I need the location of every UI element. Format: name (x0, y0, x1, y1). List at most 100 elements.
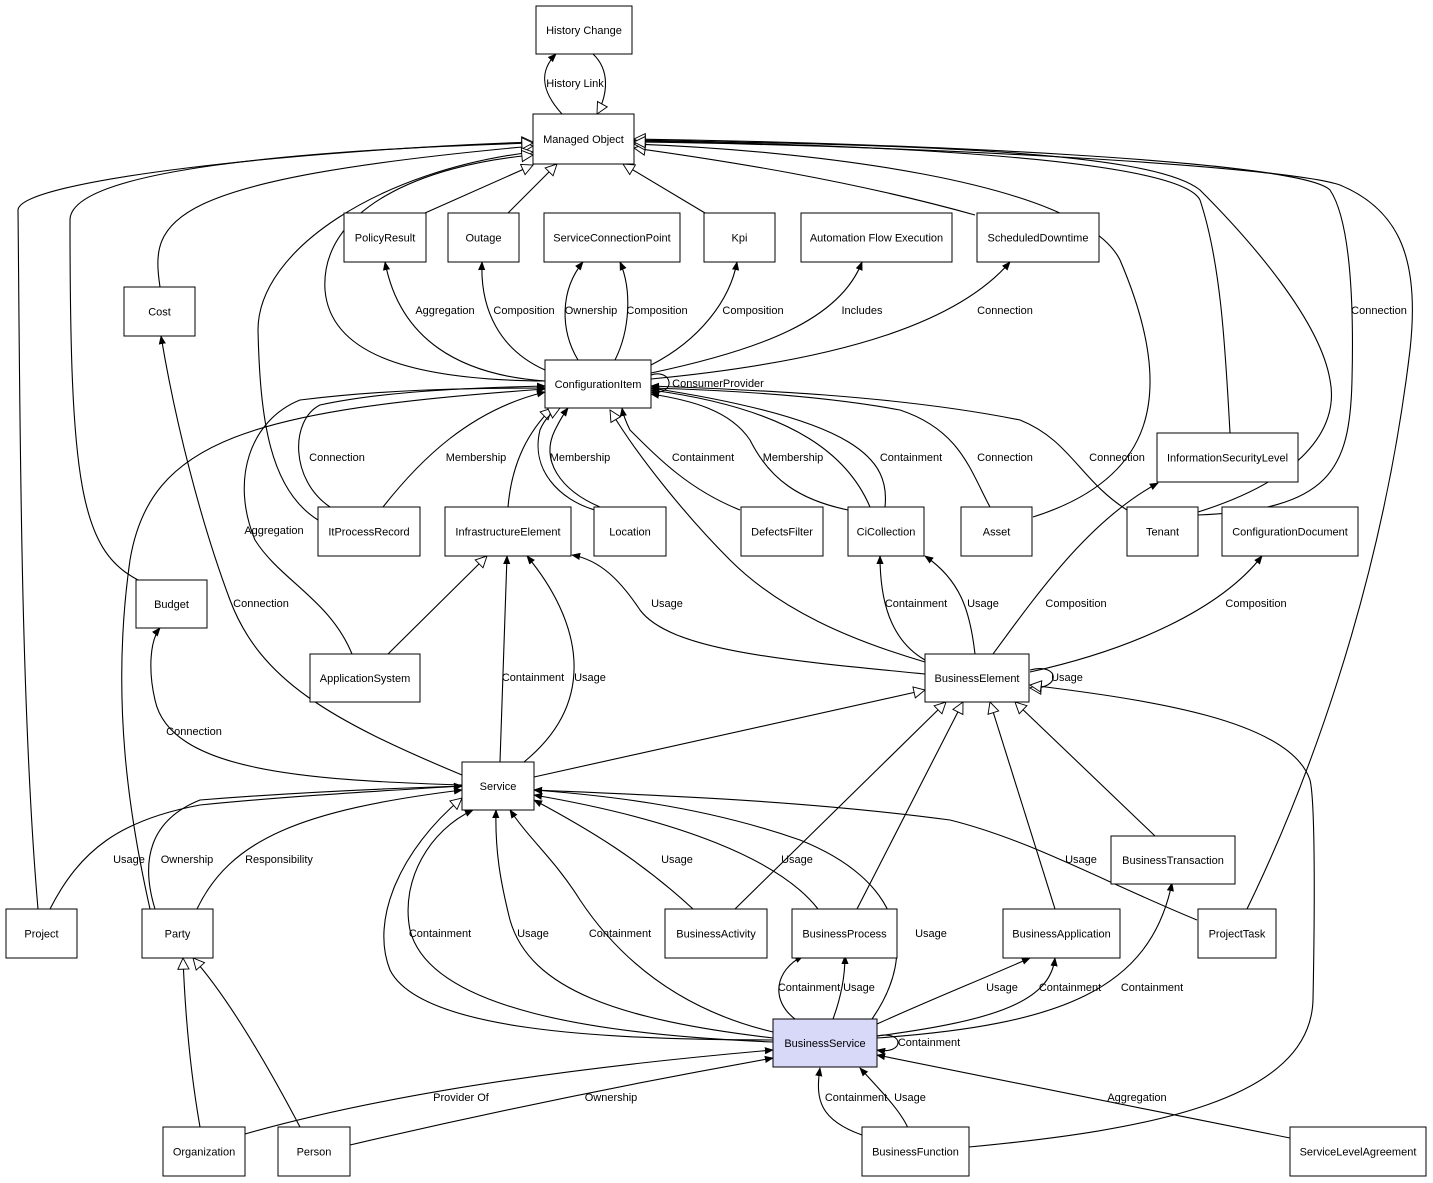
node-defects-filter[interactable]: DefectsFilter (740, 506, 824, 557)
node-label: BusinessTransaction (1122, 855, 1224, 867)
node-business-activity[interactable]: BusinessActivity (664, 908, 768, 959)
node-box (532, 113, 635, 165)
node-box (543, 212, 681, 263)
edge-bs-service-containment-1 (407, 809, 774, 1043)
edge-cicollection-ci-membership (650, 391, 849, 511)
node-tenant[interactable]: Tenant (1126, 506, 1199, 557)
node-label: PolicyResult (355, 233, 416, 245)
edge-label: ConsumerProvider (672, 378, 764, 390)
node-label: Person (297, 1147, 332, 1159)
node-box (791, 908, 898, 959)
node-label: BusinessProcess (802, 929, 887, 941)
edge-label: Usage (967, 598, 999, 610)
node-box (1156, 432, 1299, 483)
node-label: ServiceConnectionPoint (553, 233, 670, 245)
edge-appsys-ci-aggregation (243, 384, 546, 655)
edge-appsys-infra (387, 556, 487, 655)
node-policy-result[interactable]: PolicyResult (343, 212, 427, 263)
node-box (544, 359, 652, 409)
node-service[interactable]: Service (461, 761, 535, 811)
node-label: Tenant (1146, 527, 1179, 539)
node-configuration-document[interactable]: ConfigurationDocument (1221, 506, 1359, 557)
node-label: Cost (148, 307, 171, 319)
node-managed-object[interactable]: Managed Object (532, 113, 635, 165)
node-business-function[interactable]: BusinessFunction (861, 1126, 970, 1177)
node-project-task[interactable]: ProjectTask (1197, 908, 1277, 959)
node-business-element[interactable]: BusinessElement (924, 653, 1030, 703)
edge-scheduleddowntime-managedobject (634, 148, 976, 216)
edge-label: Usage (894, 1092, 926, 1104)
node-information-security-level[interactable]: InformationSecurityLevel (1156, 432, 1299, 483)
node-business-transaction[interactable]: BusinessTransaction (1110, 835, 1236, 885)
node-scheduled-downtime[interactable]: ScheduledDowntime (976, 212, 1100, 263)
edge-bs-bprocess-containment (778, 955, 804, 1020)
edge-sla-bs-aggregation (876, 1053, 1291, 1139)
node-business-process[interactable]: BusinessProcess (791, 908, 898, 959)
edge-label: Containment (778, 982, 840, 994)
node-service-connection-point[interactable]: ServiceConnectionPoint (543, 212, 681, 263)
edge-label: History Link (546, 78, 604, 90)
edge-label: Containment (1121, 982, 1183, 994)
node-box (960, 506, 1033, 557)
node-box (800, 212, 953, 263)
node-box (1289, 1126, 1427, 1177)
edge-asset-managedobject (634, 144, 1151, 518)
edge-bs-service-usage (492, 809, 774, 1039)
node-label: BusinessApplication (1012, 929, 1110, 941)
node-label: Asset (983, 527, 1011, 539)
node-business-application[interactable]: BusinessApplication (1002, 908, 1121, 959)
edge-bfunction-bs-usage (859, 1067, 909, 1129)
node-box (343, 212, 427, 263)
node-cost[interactable]: Cost (123, 286, 196, 337)
edge-label: Usage (843, 982, 875, 994)
edge-organization-bs-providerof (244, 1047, 774, 1135)
edge-label: Containment (880, 452, 942, 464)
node-infrastructure-element[interactable]: InfrastructureElement (444, 506, 572, 557)
edge-label: Containment (672, 452, 734, 464)
edge-service-cost (158, 335, 463, 776)
node-box (444, 506, 572, 557)
edge-label: Usage (113, 854, 145, 866)
node-project[interactable]: Project (5, 908, 78, 959)
node-configuration-item[interactable]: ConfigurationItem (544, 359, 652, 409)
node-label: Managed Object (543, 134, 624, 146)
node-kpi[interactable]: Kpi (703, 212, 776, 263)
node-location[interactable]: Location (593, 506, 667, 557)
node-box (740, 506, 824, 557)
node-organization[interactable]: Organization (162, 1126, 246, 1177)
edge-ci-scp-ownership (564, 261, 584, 361)
node-budget[interactable]: Budget (135, 579, 208, 629)
edge-label: Connection (1351, 305, 1407, 317)
edge-cicollection-ci-containment-2 (650, 385, 887, 508)
node-person[interactable]: Person (277, 1126, 351, 1177)
edge-tenant-ci (650, 382, 1128, 511)
edge-bs-bapplication-usage (876, 957, 1031, 1025)
node-box (664, 908, 768, 959)
node-label: DefectsFilter (751, 527, 813, 539)
node-application-system[interactable]: ApplicationSystem (309, 653, 421, 703)
node-it-process-record[interactable]: ItProcessRecord (317, 506, 421, 557)
node-asset[interactable]: Asset (960, 506, 1033, 557)
node-business-service[interactable]: BusinessService (772, 1018, 878, 1068)
node-automation-flow-execution[interactable]: Automation Flow Execution (800, 212, 953, 263)
node-label: ProjectTask (1209, 929, 1266, 941)
node-party[interactable]: Party (141, 908, 214, 959)
edge-label: Ownership (585, 1092, 638, 1104)
edge-be-infosec (992, 482, 1159, 655)
edge-label: Containment (1039, 982, 1101, 994)
edge-label: Usage (651, 598, 683, 610)
node-label: BusinessElement (935, 673, 1020, 685)
node-service-level-agreement[interactable]: ServiceLevelAgreement (1289, 1126, 1427, 1177)
edge-bs-bapplication-containment (876, 957, 1058, 1037)
edge-bfunction-be (968, 685, 1315, 1148)
node-label: InfrastructureElement (455, 527, 560, 539)
node-history-change[interactable]: History Change (535, 5, 633, 55)
edge-label: Usage (517, 928, 549, 940)
edge-label: Aggregation (244, 525, 303, 537)
node-outage[interactable]: Outage (447, 212, 520, 263)
node-label: Party (165, 929, 191, 941)
edge-ci-afe (650, 261, 863, 374)
node-ci-collection[interactable]: CiCollection (847, 506, 925, 557)
